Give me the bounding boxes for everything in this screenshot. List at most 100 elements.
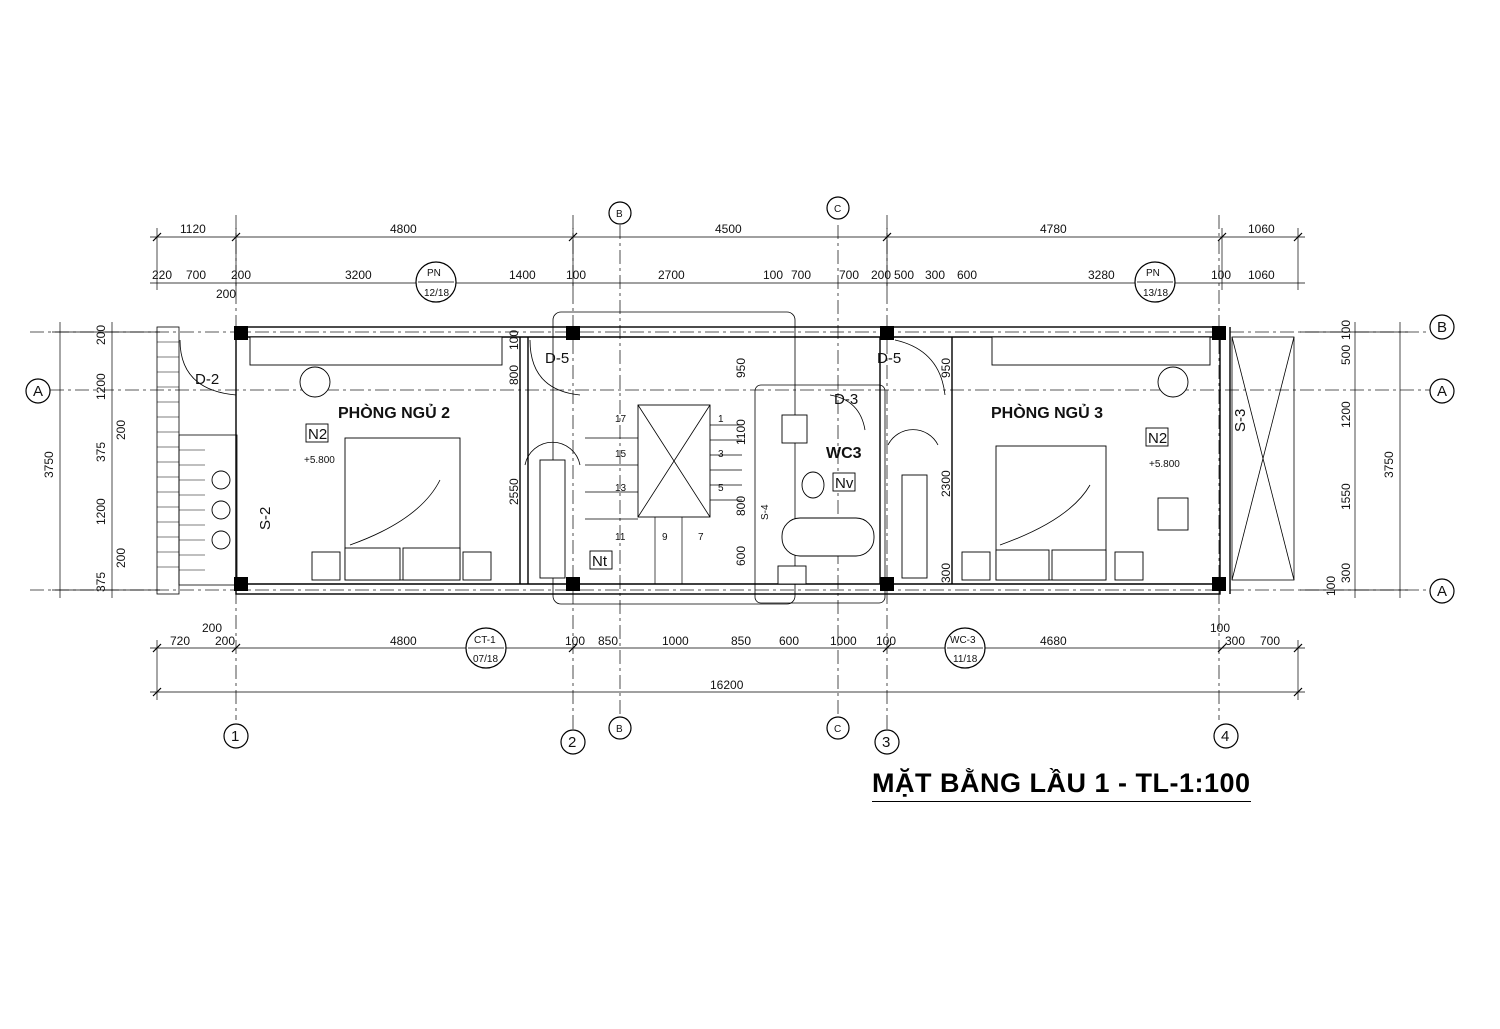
- dim-bottom-detail: 100: [565, 634, 585, 648]
- room-label-bedroom3: PHÒNG NGỦ 3: [991, 403, 1103, 422]
- stair-step: 15: [615, 449, 627, 460]
- dim-top-detail: 1400: [509, 268, 536, 282]
- dim-top-overall: 4500: [715, 222, 742, 236]
- drawing-title: MẶT BẰNG LẦU 1 - TL-1:100: [872, 768, 1251, 802]
- dim-left: 200: [94, 325, 108, 345]
- dim-top-detail: 100: [566, 268, 586, 282]
- axis-bubbles: [25, 196, 1455, 755]
- dim-bottom-detail: 720: [170, 634, 190, 648]
- dim-bottom-detail: 4800: [390, 634, 417, 648]
- section-label-c-bottom: C: [834, 724, 841, 735]
- dim-top-detail: 100: [763, 268, 783, 282]
- door-label-d3: D-3: [834, 391, 858, 408]
- dim-top-overall: 4780: [1040, 222, 1067, 236]
- callout-ct1-sheet: 07/18: [473, 654, 498, 665]
- stair-step: 3: [718, 449, 724, 460]
- dim-top-overall: 4800: [390, 222, 417, 236]
- dim-bottom-overall: 16200: [710, 678, 744, 692]
- dim-top-detail: 300: [925, 268, 945, 282]
- window-label-s4: S-4: [760, 504, 771, 520]
- dim-top-overall: 1120: [180, 222, 206, 236]
- dim-inner: 2550: [507, 478, 521, 505]
- dim-right: 1550: [1339, 483, 1353, 510]
- dim-bottom-detail: 100: [1210, 621, 1230, 635]
- axis-label-3: 3: [882, 734, 890, 751]
- furniture: [249, 336, 1295, 585]
- door-label-d5-left: D-5: [545, 350, 569, 367]
- door-label-d5-right: D-5: [877, 350, 901, 367]
- stair-step: 5: [718, 483, 724, 494]
- dim-left: 375: [94, 442, 108, 462]
- dim-inner: 1100: [734, 419, 748, 445]
- dim-bottom-detail: 600: [779, 634, 799, 648]
- dim-left: 200: [114, 420, 128, 440]
- dim-top-detail: 200: [231, 268, 251, 282]
- section-label-b-top: B: [616, 209, 623, 220]
- axis-label-b-right: B: [1437, 319, 1447, 336]
- dim-bottom-detail: 4680: [1040, 634, 1067, 648]
- finish-tag-nv: Nv: [835, 475, 854, 492]
- dim-bottom-detail: 850: [598, 634, 618, 648]
- dim-right: 500: [1339, 345, 1353, 365]
- finish-tag-n2-left: N2: [308, 426, 327, 443]
- dim-bottom-detail: 100: [876, 634, 896, 648]
- dim-right: 1200: [1339, 401, 1353, 428]
- axis-label-4: 4: [1221, 728, 1229, 745]
- dim-inner: 800: [507, 365, 521, 385]
- dim-left: 1200: [94, 498, 108, 525]
- room-label-wc3: WC3: [826, 445, 862, 462]
- axis-label-a-bottom: A: [1437, 583, 1447, 600]
- window-label-s3: S-3: [1232, 409, 1249, 432]
- stair-step: 9: [662, 532, 668, 543]
- dim-top-detail: 100: [1211, 268, 1231, 282]
- dim-inner: 800: [734, 496, 748, 516]
- callout-wc3-sheet: 11/18: [953, 654, 978, 665]
- axis-label-a-right: A: [1437, 383, 1447, 400]
- callout-pn-left-sheet: 12/18: [424, 288, 449, 299]
- section-label-b-bottom: B: [616, 724, 623, 735]
- dim-inner: 950: [734, 358, 748, 378]
- callout-pn-right-sheet: 13/18: [1143, 288, 1168, 299]
- callout-wc3-code: WC-3: [950, 635, 976, 646]
- callout-pn-right-code: PN: [1146, 268, 1160, 279]
- dim-top-detail: 1060: [1248, 268, 1275, 282]
- dim-top-detail: 220: [152, 268, 172, 282]
- axis-label-a-left: A: [33, 383, 43, 400]
- dim-top-detail: 700: [791, 268, 811, 282]
- dim-left: 375: [94, 572, 108, 592]
- window-label-s2: S-2: [257, 507, 274, 530]
- callout-ct1-code: CT-1: [474, 635, 496, 646]
- dim-right: 100: [1324, 576, 1338, 596]
- columns: [234, 326, 1226, 591]
- dim-top-detail: 3200: [345, 268, 372, 282]
- dim-bottom-detail: 300: [1225, 634, 1245, 648]
- dim-bottom-detail: 850: [731, 634, 751, 648]
- doors: [179, 339, 946, 466]
- dim-inner: 600: [734, 546, 748, 566]
- dim-top-detail: 2700: [658, 268, 685, 282]
- dim-top-detail: 3280: [1088, 268, 1115, 282]
- dim-inner: 100: [507, 330, 521, 350]
- axis-label-1: 1: [231, 728, 239, 745]
- dim-inner: 2300: [939, 470, 953, 497]
- dim-left: 200: [114, 548, 128, 568]
- elevation-left: +5.800: [304, 455, 335, 466]
- stair-step: 11: [615, 532, 626, 543]
- dim-left-total: 3750: [42, 451, 56, 478]
- dim-bottom-detail: 200: [202, 621, 222, 635]
- dim-top-detail: 500: [894, 268, 914, 282]
- dim-right: 300: [1339, 563, 1353, 583]
- dimension-lines: [52, 228, 1408, 700]
- room-label-bedroom2: PHÒNG NGỦ 2: [338, 403, 450, 422]
- dim-inner: 300: [939, 563, 953, 583]
- dim-top-detail: 200: [871, 268, 891, 282]
- balcony-left: [156, 326, 238, 595]
- section-label-c-top: C: [834, 204, 841, 215]
- door-label-d2: D-2: [195, 371, 219, 388]
- stair-step: 13: [615, 483, 627, 494]
- stair-step: 17: [615, 414, 627, 425]
- dim-bottom-detail: 200: [215, 634, 235, 648]
- dim-left: 1200: [94, 373, 108, 400]
- stair-step: 7: [698, 532, 704, 543]
